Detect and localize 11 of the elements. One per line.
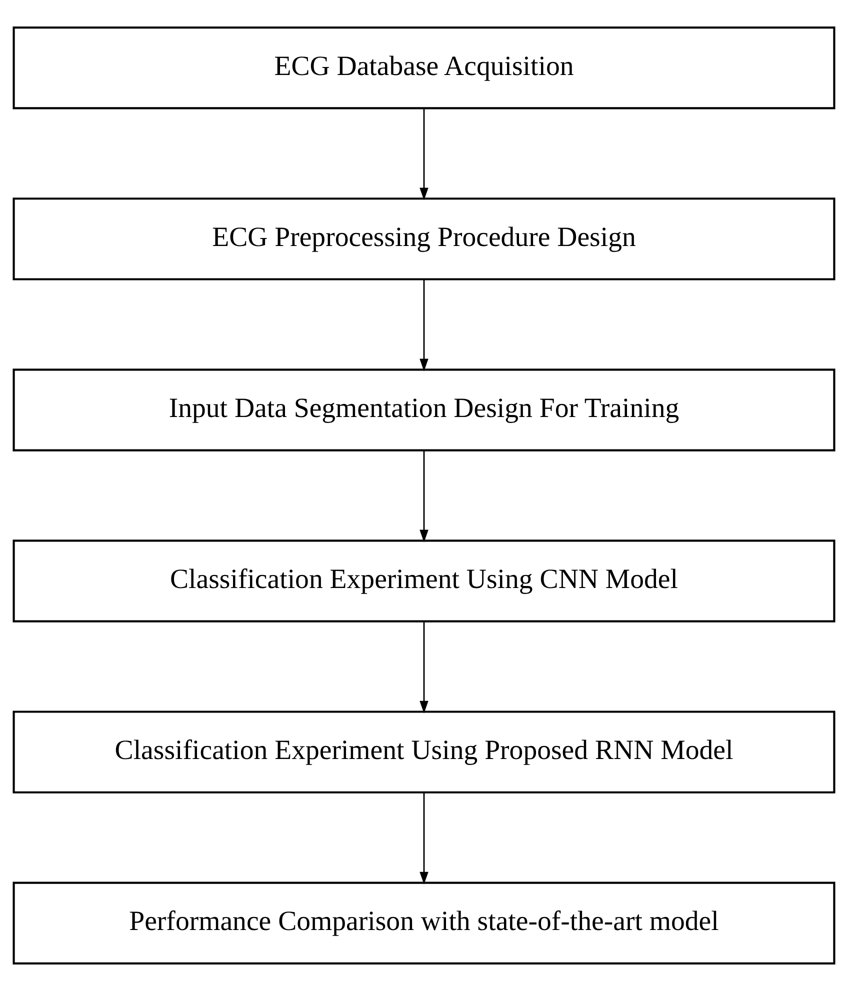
- arrow: [420, 108, 428, 200]
- arrow: [420, 621, 428, 714]
- node-box: ECG Preprocessing Procedure Design: [12, 198, 836, 280]
- arrow: [420, 279, 428, 372]
- node-box: Classification Experiment Using Proposed RNN Model: [12, 710, 836, 794]
- arrow: [420, 450, 428, 542]
- arrow: [420, 792, 428, 884]
- node-box: Input Data Segmentation Design For Training: [12, 368, 836, 452]
- node-box: ECG Database Acquisition: [12, 26, 836, 110]
- node-box: Classification Experiment Using CNN Model: [12, 540, 836, 622]
- node-box: Performance Comparison with state-of-the-art model: [12, 882, 836, 964]
